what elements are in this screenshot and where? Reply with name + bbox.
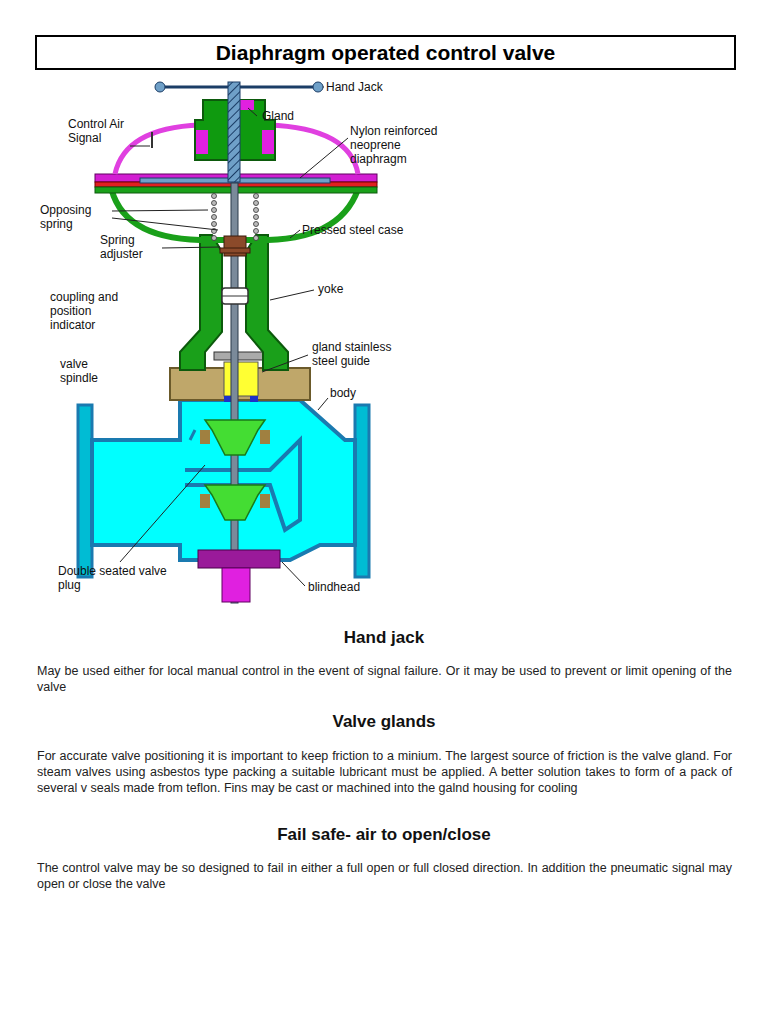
hand-jack-knob (155, 82, 165, 92)
valve-body (78, 400, 369, 577)
part-label: blindhead (308, 580, 388, 594)
gland-follower (214, 352, 268, 360)
hand-jack-knob (313, 82, 323, 92)
paragraph: The control valve may be so designed to … (37, 860, 732, 892)
part-label: Pressed steel case (302, 223, 422, 237)
title: Diaphragm operated control valve (35, 35, 736, 70)
gland (196, 130, 208, 154)
part-label: Spring adjuster (100, 233, 160, 261)
seal (250, 396, 258, 402)
part-label: Double seated valve plug (58, 564, 178, 592)
valve-seat (260, 430, 270, 444)
blindhead (198, 550, 280, 568)
part-label: yoke (318, 282, 368, 296)
section-heading: Hand jack (35, 628, 733, 648)
valve-seat (200, 430, 210, 444)
part-label: Nylon reinforced neoprene diaphragm (350, 124, 460, 166)
part-label: Gland (262, 109, 312, 123)
gland-packing (224, 362, 258, 396)
valve-plug (205, 485, 265, 520)
leader-lines (112, 87, 348, 586)
part-label: valve spindle (60, 357, 120, 385)
air-inlet (151, 132, 153, 148)
coupling (222, 296, 248, 297)
gland (262, 130, 274, 154)
gland (240, 100, 254, 110)
spring-adjuster (220, 248, 250, 253)
coupling (222, 288, 248, 304)
valve-seat (260, 494, 270, 508)
part-label: gland stainless steel guide (312, 340, 412, 368)
yoke-arm (180, 235, 222, 370)
part-label: Hand Jack (326, 80, 406, 94)
blindhead-stub (222, 568, 250, 602)
section-heading: Valve glands (35, 712, 733, 732)
part-label: coupling and position indicator (50, 290, 140, 332)
yoke-arm (246, 235, 288, 370)
opposing-spring (212, 194, 259, 241)
part-label: Opposing spring (40, 203, 110, 231)
valve-plug (205, 420, 265, 455)
paragraph: May be used either for local manual cont… (37, 663, 732, 695)
paragraph: For accurate valve positioning it is imp… (37, 748, 732, 796)
valve-seat (200, 494, 210, 508)
part-label: Control Air Signal (68, 117, 132, 145)
section-heading: Fail safe- air to open/close (35, 825, 733, 845)
part-label: body (330, 386, 380, 400)
jack-screw (228, 82, 240, 182)
